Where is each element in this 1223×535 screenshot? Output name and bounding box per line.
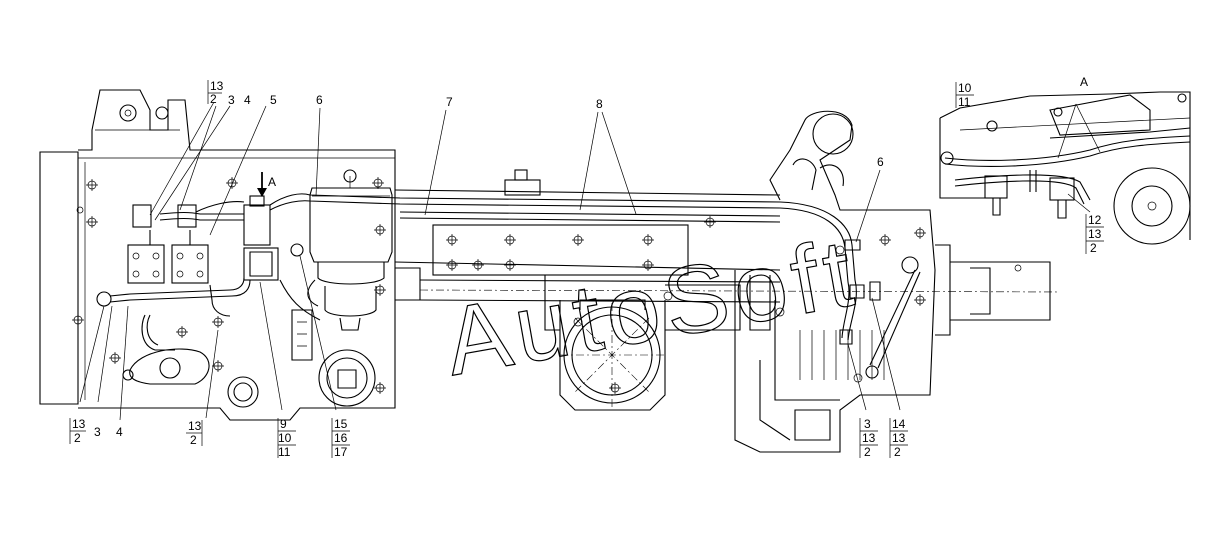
watermark: AutoSoft xyxy=(437,218,866,396)
callout-inset-11: 11 xyxy=(958,95,971,109)
valve-blocks xyxy=(96,172,781,321)
callout-inset-12: 12 xyxy=(1088,213,1102,227)
callout-bot-17: 17 xyxy=(334,445,348,459)
left-housing xyxy=(39,89,396,421)
inset-view-a xyxy=(939,91,1191,245)
leader-lines xyxy=(79,101,1101,421)
callout-top-2: 2 xyxy=(210,92,217,106)
callout-top-6-right: 6 xyxy=(877,155,884,169)
callout-top-13: 13 xyxy=(210,79,224,93)
oil-filter xyxy=(307,169,393,331)
callout-bot-13-right-a: 13 xyxy=(862,431,876,445)
callout-bot-9: 9 xyxy=(280,417,287,431)
callout-arrow-a: A xyxy=(268,175,276,189)
callout-top-8: 8 xyxy=(596,97,603,111)
callout-inset-2: 2 xyxy=(1090,241,1097,255)
right-housing xyxy=(734,110,1051,453)
callout-inset-10: 10 xyxy=(958,81,972,95)
callout-bot-3: 3 xyxy=(94,425,101,439)
central-gearbox xyxy=(394,169,1061,411)
callout-top-4: 4 xyxy=(244,93,251,107)
callout-bot-14: 14 xyxy=(892,417,906,431)
callout-bot-3-right: 3 xyxy=(864,417,871,431)
callout-labels: 13 2 3 4 5 6 A 7 8 6 A 10 11 12 13 2 13 … xyxy=(69,75,1104,459)
callout-top-7: 7 xyxy=(446,95,453,109)
callout-bot-15: 15 xyxy=(334,417,348,431)
view-label-a: A xyxy=(1080,75,1088,89)
callout-bot-10: 10 xyxy=(278,431,292,445)
callout-bot-13-right-b: 13 xyxy=(892,431,906,445)
callout-top-3: 3 xyxy=(228,93,235,107)
callout-top-6-left: 6 xyxy=(316,93,323,107)
callout-bot-2-right-b: 2 xyxy=(894,445,901,459)
callout-bot-2-b: 2 xyxy=(190,433,197,447)
callout-bot-13-a: 13 xyxy=(72,417,86,431)
callout-bot-16: 16 xyxy=(334,431,348,445)
callout-bot-4: 4 xyxy=(116,425,123,439)
callout-bot-2-a: 2 xyxy=(74,431,81,445)
callout-bot-2-right-a: 2 xyxy=(864,445,871,459)
callout-bot-13-b: 13 xyxy=(188,419,202,433)
callout-bot-11: 11 xyxy=(278,445,291,459)
callout-inset-13: 13 xyxy=(1088,227,1102,241)
callout-top-5: 5 xyxy=(270,93,277,107)
